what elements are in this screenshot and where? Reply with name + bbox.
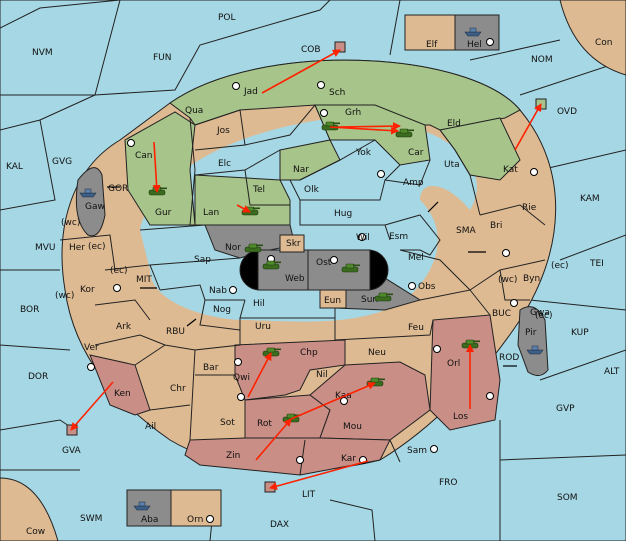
label-sma: SMA bbox=[456, 226, 476, 236]
arrow-icon bbox=[70, 381, 114, 431]
province-borders bbox=[59, 104, 546, 476]
label-mvu: MVU bbox=[35, 243, 56, 253]
inner-sea bbox=[140, 118, 477, 322]
label-rod: ROD bbox=[499, 353, 519, 363]
sma-passage-arrow-icon bbox=[427, 201, 439, 213]
label-swm: SWM bbox=[80, 514, 102, 524]
supply-center-dot-icon bbox=[486, 38, 494, 46]
region-ost[interactable] bbox=[307, 249, 371, 291]
arrow-icon bbox=[261, 49, 341, 94]
label-fun: FUN bbox=[153, 53, 172, 63]
label-kam: KAM bbox=[580, 194, 600, 204]
green-power-tel-lan bbox=[194, 174, 291, 226]
rbu-passage-arrow-icon bbox=[186, 318, 197, 327]
label-nvm: NVM bbox=[32, 48, 53, 58]
label-alt: ALT bbox=[604, 367, 620, 377]
label-gvp: GVP bbox=[556, 404, 575, 414]
arrow-icon bbox=[290, 382, 376, 420]
supply-center-dot-icon bbox=[232, 82, 240, 90]
supply-center-dot-icon bbox=[206, 515, 214, 523]
region-eun[interactable] bbox=[319, 289, 347, 309]
red-power-kaa-mou bbox=[309, 361, 431, 441]
region-skr[interactable] bbox=[279, 234, 305, 253]
supply-center-dot-icon bbox=[113, 284, 121, 292]
region-gaw[interactable] bbox=[75, 167, 106, 237]
arrow-icon bbox=[337, 122, 401, 131]
red-power-chp-qwi bbox=[234, 339, 346, 401]
label-lit: LIT bbox=[302, 490, 316, 500]
label-kup: KUP bbox=[571, 328, 589, 338]
red-power-zin-kar bbox=[184, 437, 391, 476]
region-web[interactable] bbox=[257, 249, 309, 291]
orders-layer bbox=[70, 49, 542, 490]
supply-center-dot-icon bbox=[237, 393, 245, 401]
region-pir[interactable] bbox=[517, 306, 549, 376]
supply-center-dot-icon bbox=[433, 345, 441, 353]
label-dor: DOR bbox=[28, 372, 48, 382]
land-regions bbox=[59, 59, 557, 476]
label-cob: COB bbox=[301, 45, 321, 55]
red-power-orl-los bbox=[429, 314, 501, 431]
label-tei: TEI bbox=[589, 259, 604, 269]
arrow-icon bbox=[152, 141, 161, 193]
supply-center-dot-icon bbox=[510, 299, 518, 307]
label-bor: BOR bbox=[20, 305, 39, 315]
label-gvg: GVG bbox=[52, 157, 72, 167]
label-gor: GOR bbox=[108, 184, 128, 194]
label-rbu: RBU bbox=[166, 327, 185, 337]
supply-center-dot-icon bbox=[296, 456, 304, 464]
region-aba[interactable] bbox=[126, 489, 172, 527]
red-power-ken bbox=[89, 354, 151, 416]
supply-center-dot-icon bbox=[87, 363, 95, 371]
label-con: Con bbox=[595, 38, 613, 48]
supply-center-dot-icon bbox=[486, 392, 494, 400]
passage-arrows bbox=[107, 186, 517, 367]
label-dax: DAX bbox=[270, 520, 289, 530]
supply-center-dot-icon bbox=[317, 81, 325, 89]
supply-center-dot-icon bbox=[377, 170, 385, 178]
supply-centers bbox=[87, 38, 538, 523]
label-cow: Cow bbox=[26, 527, 45, 537]
label-buc: BUC bbox=[492, 309, 511, 319]
arrow-icon bbox=[236, 204, 251, 213]
region-elf[interactable] bbox=[404, 14, 456, 51]
label-gva: GVA bbox=[62, 446, 82, 456]
supply-center-dot-icon bbox=[229, 286, 237, 294]
supply-center-dot-icon bbox=[330, 256, 338, 264]
arrow-icon bbox=[247, 352, 272, 398]
sea-label-layer: POL NVM FUN COB NOM Con OVD KAL GVG GOR … bbox=[6, 13, 620, 537]
green-power-grh-car bbox=[314, 104, 431, 166]
elf-hel-box bbox=[404, 14, 500, 51]
arrow-icon bbox=[269, 460, 369, 490]
supply-center-dot-icon bbox=[502, 249, 510, 257]
label-pol: POL bbox=[218, 13, 236, 23]
supply-center-dot-icon bbox=[340, 397, 348, 405]
supply-center-dot-icon bbox=[530, 168, 538, 176]
arrow-icon bbox=[255, 418, 292, 461]
supply-center-dot-icon bbox=[234, 358, 242, 366]
supply-center-dot-icon bbox=[358, 233, 366, 241]
label-fro: FRO bbox=[439, 478, 458, 488]
supply-center-dot-icon bbox=[430, 445, 438, 453]
label-mit: MIT bbox=[136, 275, 152, 285]
supply-center-dot-icon bbox=[127, 139, 135, 147]
label-nom: NOM bbox=[531, 55, 553, 65]
supply-center-dot-icon bbox=[320, 109, 328, 117]
label-ovd: OVD bbox=[557, 107, 577, 117]
label-som: SOM bbox=[557, 493, 578, 503]
label-kal: KAL bbox=[6, 162, 23, 172]
supply-center-dot-icon bbox=[408, 282, 416, 290]
arrow-icon bbox=[514, 103, 542, 151]
